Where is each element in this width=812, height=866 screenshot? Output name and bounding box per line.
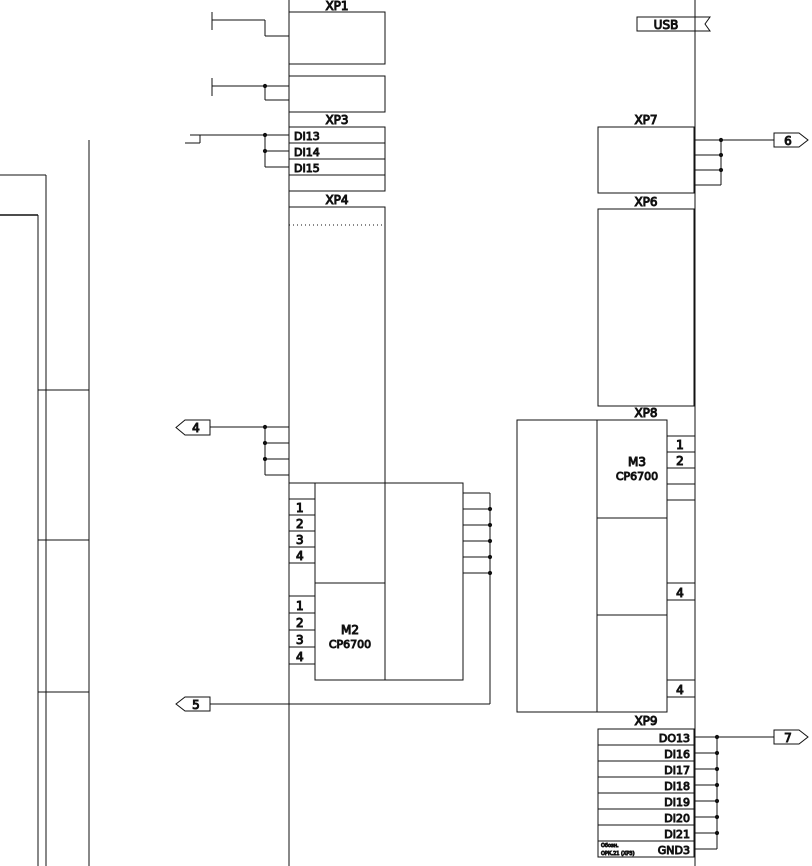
m1-pin-2: 2	[296, 517, 304, 531]
xp9-label: XP9	[634, 714, 657, 728]
xp4-connector	[210, 206, 386, 484]
m1-pin-3: 3	[296, 533, 304, 547]
m2-pin-2: 2	[296, 616, 304, 630]
xp3-pin-di13: DI13	[294, 130, 320, 143]
xp6-label: XP6	[634, 195, 657, 209]
offpage-ref-4	[175, 419, 211, 436]
m2-type: CP6700	[329, 638, 371, 651]
xp1-connector	[211, 11, 386, 113]
xp7-label: XP7	[634, 113, 657, 127]
xp9-pin-di16: DI16	[664, 748, 690, 761]
xp1-label: XP1	[325, 0, 348, 13]
m2-pin-1: 1	[296, 599, 304, 613]
left-frame	[0, 140, 90, 866]
offpage-ref-4-label: 4	[192, 421, 200, 435]
xp4-label: XP4	[325, 193, 348, 207]
m3c-pin-4: 4	[676, 683, 684, 697]
xp9-pin-di17: DI17	[664, 764, 690, 777]
m3-type: CP6700	[616, 470, 658, 483]
bus-lines	[288, 0, 696, 866]
stamp-text-2: ОРК.21 (ХР3)	[601, 851, 635, 857]
m3-pin-1: 1	[676, 438, 684, 452]
xp8-label: XP8	[634, 406, 657, 420]
xp3-pin-di14: DI14	[294, 146, 320, 159]
xp9-pin-di20: DI20	[664, 812, 690, 825]
xp9-pin-do13: DO13	[659, 732, 690, 745]
xp9-pin-di21: DI21	[664, 828, 690, 841]
m2-pin-3: 3	[296, 633, 304, 647]
m3b-pin-4: 4	[676, 586, 684, 600]
stamp-text-1: Обозн.	[601, 843, 619, 849]
m2-name: M2	[341, 623, 359, 637]
xp8-m3-modules	[516, 419, 696, 713]
offpage-ref-6-label: 6	[784, 134, 792, 148]
xp9-connector	[597, 728, 774, 858]
m1-pin-4: 4	[296, 549, 304, 563]
m1-pin-1: 1	[296, 501, 304, 515]
offpage-ref-5	[175, 696, 211, 712]
xp9-pin-gnd3: GND3	[658, 844, 690, 857]
usb-port	[636, 16, 711, 32]
xp9-pin-di18: DI18	[664, 780, 690, 793]
m2-pin-4: 4	[296, 650, 304, 664]
offpage-ref-7	[773, 729, 809, 745]
usb-label: USB	[654, 18, 679, 32]
offpage-ref-7-label: 7	[784, 731, 792, 745]
xp3-pin-di15: DI15	[294, 162, 320, 175]
m3-pin-2: 2	[676, 454, 684, 468]
xp3-connector	[185, 126, 386, 192]
m1-m2-modules	[210, 482, 493, 705]
xp9-pin-di19: DI19	[664, 796, 690, 809]
xp6-connector	[597, 208, 695, 407]
xp7-connector	[597, 126, 774, 194]
offpage-ref-5-label: 5	[192, 698, 200, 712]
m3-name: M3	[628, 455, 646, 469]
offpage-ref-6	[773, 132, 809, 148]
xp3-label: XP3	[325, 113, 348, 127]
